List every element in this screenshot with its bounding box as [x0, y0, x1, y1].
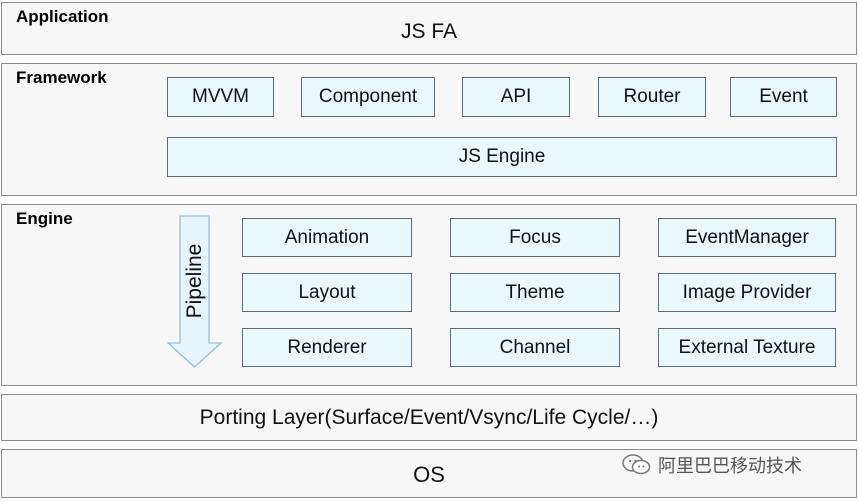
wechat-icon	[622, 454, 651, 475]
engine-module-channel: Channel	[450, 328, 620, 367]
js-engine-bar: JS Engine	[167, 137, 837, 177]
engine-module-animation: Animation	[242, 218, 412, 257]
engine-module-layout: Layout	[242, 273, 412, 312]
os-layer: OS	[1, 449, 857, 498]
porting-layer: Porting Layer(Surface/Event/Vsync/Life C…	[1, 394, 857, 441]
js-fa-label: JS FA	[400, 20, 458, 43]
framework-module-router: Router	[598, 77, 706, 117]
pipeline-arrow-shape	[166, 215, 223, 368]
watermark-text: 阿里巴巴移动技术	[658, 456, 802, 476]
engine-label: Engine	[16, 209, 73, 228]
engine-module-image-provider: Image Provider	[658, 273, 836, 312]
engine-module-external-texture: External Texture	[658, 328, 836, 367]
pipeline-arrow: Pipeline	[165, 215, 225, 371]
engine-module-theme: Theme	[450, 273, 620, 312]
application-layer: Application JS FA	[1, 2, 857, 55]
application-label: Application	[16, 7, 109, 26]
framework-module-component: Component	[301, 77, 435, 117]
framework-label: Framework	[16, 68, 107, 87]
watermark: 阿里巴巴移动技术	[622, 452, 802, 478]
porting-layer-label: Porting Layer(Surface/Event/Vsync/Life C…	[199, 406, 659, 429]
pipeline-label: Pipeline	[183, 243, 206, 319]
os-label: OS	[413, 462, 445, 487]
framework-module-api: API	[462, 77, 570, 117]
engine-module-renderer: Renderer	[242, 328, 412, 367]
framework-module-event: Event	[730, 77, 837, 117]
framework-module-mvvm: MVVM	[167, 77, 274, 117]
engine-module-focus: Focus	[450, 218, 620, 257]
engine-module-eventmanager: EventManager	[658, 218, 836, 257]
